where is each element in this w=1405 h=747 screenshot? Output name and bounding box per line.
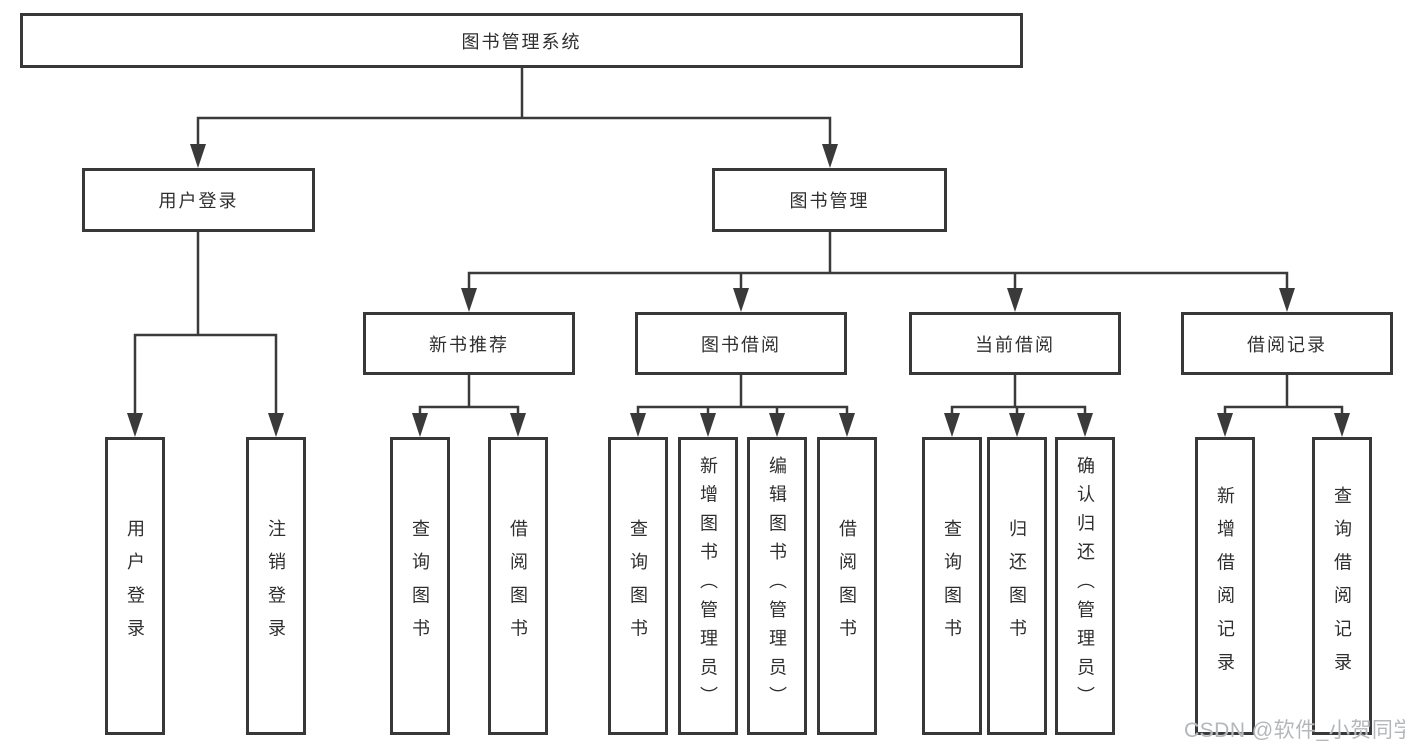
leaf-current-query-book: 查询图书 <box>922 437 982 735</box>
node-label: 新书推荐 <box>429 334 509 355</box>
arrowhead <box>510 413 526 437</box>
node-borrow-history: 借阅记录 <box>1181 312 1393 375</box>
connector-current-borrow-children <box>944 373 1093 437</box>
connector-user-login-children <box>127 230 284 437</box>
arrowhead <box>268 413 284 437</box>
csdn-watermark: CSDN @软件_小贺同学 <box>1184 719 1405 742</box>
arrowhead <box>190 144 206 168</box>
node-new-book-recommend: 新书推荐 <box>363 312 575 375</box>
leaf-history-query-record: 查询借阅记录 <box>1312 437 1372 735</box>
node-label: 查询借阅记录 <box>1332 486 1352 686</box>
node-label: 确认归还（管理员） <box>1075 456 1095 716</box>
connector-book-borrow-children <box>630 373 855 437</box>
node-label: 新增图书（管理员） <box>698 456 718 716</box>
leaf-logout: 注销登录 <box>246 437 306 735</box>
arrowhead <box>630 413 646 437</box>
node-label: 新增借阅记录 <box>1215 486 1235 686</box>
node-label: 查询图书 <box>628 519 648 653</box>
node-label: 用户登录 <box>158 191 239 211</box>
arrowhead <box>461 288 477 312</box>
leaf-borrow-edit-book-admin: 编辑图书（管理员） <box>747 437 807 735</box>
node-label: 图书借阅 <box>701 334 781 355</box>
leaf-borrow-add-book-admin: 新增图书（管理员） <box>678 437 738 735</box>
arrowhead <box>822 144 838 168</box>
node-label: 用户登录 <box>125 519 145 653</box>
arrowhead <box>412 413 428 437</box>
leaf-borrow-query-book: 查询图书 <box>608 437 668 735</box>
node-label: 查询图书 <box>410 519 430 653</box>
node-label: 借阅记录 <box>1247 334 1327 355</box>
node-label: 图书管理 <box>789 191 870 211</box>
node-label: 借阅图书 <box>508 519 528 653</box>
node-label: 当前借阅 <box>975 334 1055 355</box>
arrowhead <box>733 288 749 312</box>
leaf-current-return-book: 归还图书 <box>987 437 1047 735</box>
arrowhead <box>1009 413 1025 437</box>
arrowhead <box>839 413 855 437</box>
arrowhead <box>127 413 143 437</box>
leaf-newbooks-query-book: 查询图书 <box>390 437 450 735</box>
node-book-management: 图书管理 <box>712 168 947 232</box>
node-current-borrow: 当前借阅 <box>909 312 1121 375</box>
connector-mgmt-to-level3 <box>461 230 1295 312</box>
node-book-borrow: 图书借阅 <box>635 312 847 375</box>
leaf-history-add-record: 新增借阅记录 <box>1195 437 1255 735</box>
leaf-borrow-borrow-book: 借阅图书 <box>817 437 877 735</box>
arrowhead <box>1334 413 1350 437</box>
node-user-login: 用户登录 <box>82 168 315 232</box>
node-label: 借阅图书 <box>837 519 857 653</box>
arrowhead <box>700 413 716 437</box>
connector-root-to-level2 <box>190 66 838 168</box>
arrowhead <box>1217 413 1233 437</box>
connector-borrow-history-children <box>1217 373 1350 437</box>
leaf-newbooks-borrow-book: 借阅图书 <box>488 437 548 735</box>
arrowhead <box>944 413 960 437</box>
node-label: 查询图书 <box>942 519 962 653</box>
node-label: 编辑图书（管理员） <box>767 456 787 716</box>
leaf-user-login: 用户登录 <box>105 437 165 735</box>
arrowhead <box>1007 288 1023 312</box>
node-label: 图书管理系统 <box>461 31 582 52</box>
arrowhead <box>1279 288 1295 312</box>
arrowhead <box>769 413 785 437</box>
connector-new-books-children <box>412 373 526 437</box>
node-label: 注销登录 <box>266 519 286 653</box>
arrowhead <box>1077 413 1093 437</box>
leaf-current-confirm-return-admin: 确认归还（管理员） <box>1055 437 1115 735</box>
node-library-management-system: 图书管理系统 <box>20 13 1023 68</box>
node-label: 归还图书 <box>1007 519 1027 653</box>
